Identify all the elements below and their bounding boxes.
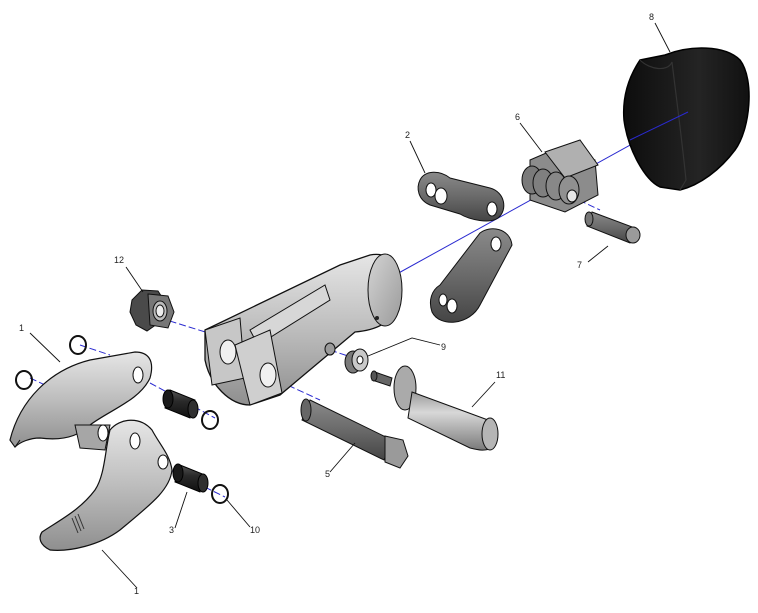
part-6-clevis-yoke [521,139,599,213]
part-10-retaining-rings [15,335,229,504]
callout-11: 11 [496,370,505,380]
part-5-pivot-bolt [300,398,409,469]
callout-10: 10 [250,525,260,535]
part-9-spacer-washer [344,348,369,374]
callout-1-lower: 1 [134,586,139,596]
leader-lines [29,22,671,589]
part-3-pivot-bushing-upper [162,389,199,419]
callout-2: 2 [405,130,410,140]
callout-9: 9 [441,342,446,352]
callouts: 1 1 2 3 5 6 7 8 9 10 11 12 [19,12,654,596]
callout-6: 6 [515,112,520,122]
part-3-pivot-bushing-lower [172,463,209,493]
callout-1-upper: 1 [19,323,24,333]
part-1-upper-jaw [9,351,153,451]
main-body-head [204,253,403,406]
part-1-lower-jaw [39,419,173,551]
part-2-link-plates [417,171,513,323]
part-12-lock-nut [129,289,175,332]
callout-12: 12 [114,255,124,265]
callout-8: 8 [649,12,654,22]
part-11-shouldered-pin [370,365,499,451]
part-7-yoke-pin [584,211,641,244]
part-8-rubber-boot [622,47,750,191]
callout-7: 7 [577,260,582,270]
callout-5: 5 [325,469,330,479]
callout-3: 3 [169,525,174,535]
